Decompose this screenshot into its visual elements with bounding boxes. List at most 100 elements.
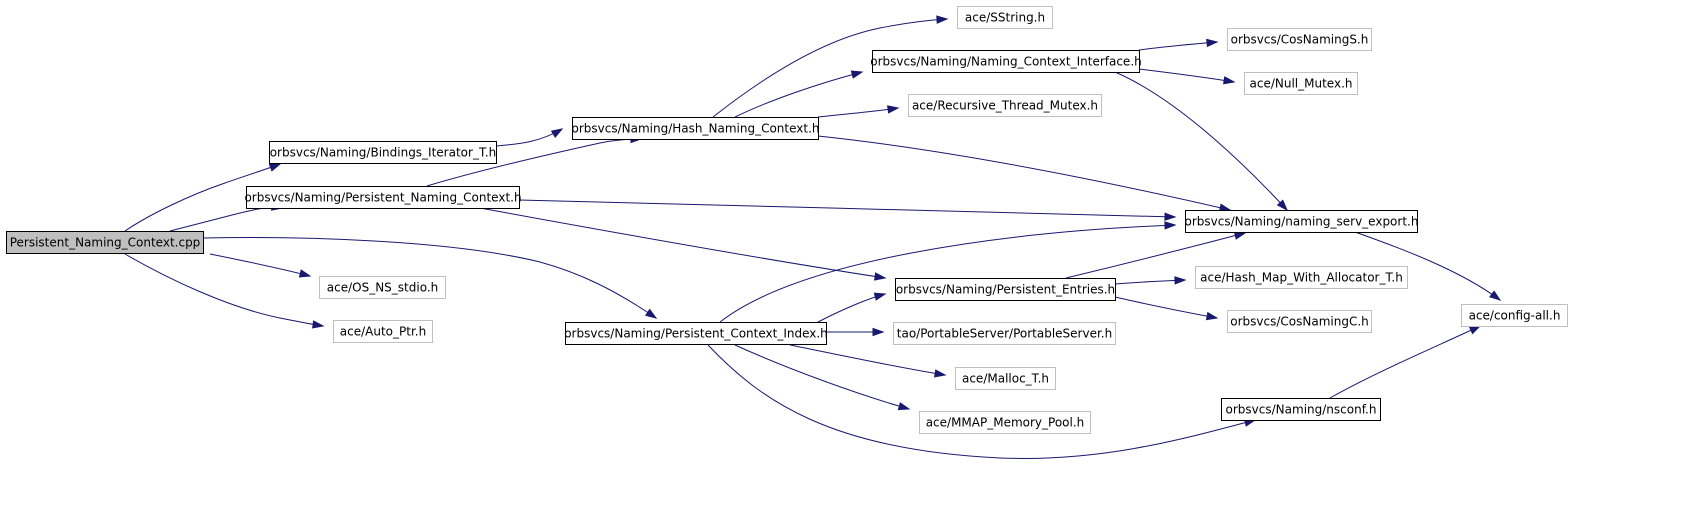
node-label: ace/MMAP_Memory_Pool.h [926,416,1085,430]
node-box [908,94,1102,117]
node-box [1195,266,1408,289]
node-autoptr[interactable]: ace/Auto_Ptr.h [333,320,433,343]
node-label: ace/Auto_Ptr.h [340,325,426,339]
node-nse[interactable]: orbsvcs/Naming/naming_serv_export.h [1185,210,1419,233]
node-tps[interactable]: tao/PortableServer/PortableServer.h [893,322,1116,345]
edge-pci-to-nse [719,221,1177,323]
node-hnc[interactable]: orbsvcs/Naming/Hash_Naming_Context.h [572,117,820,140]
edge-nci-to-cosS [1138,38,1219,51]
node-box [872,50,1140,73]
node-box [333,320,433,343]
arrow-head [874,272,887,281]
node-label: orbsvcs/Naming/Hash_Naming_Context.h [572,122,820,136]
edge-pci-to-pe [817,292,887,323]
edge-line [1065,232,1246,279]
edge-pci-to-malloc [789,344,947,378]
edge-line [734,344,910,410]
edge-line [817,107,899,118]
node-cosS[interactable]: orbsvcs/CosNamingS.h [1227,28,1372,51]
node-label: tao/PortableServer/PortableServer.h [897,327,1112,341]
edge-line [202,237,657,319]
edge-hnc-to-rtm [817,105,900,118]
node-cosC[interactable]: orbsvcs/CosNamingC.h [1227,310,1372,333]
node-bindings[interactable]: orbsvcs/Naming/Bindings_Iterator_T.h [269,141,497,164]
arrow-head [872,327,885,337]
node-mmap[interactable]: ace/MMAP_Memory_Pool.h [919,411,1091,434]
node-label: orbsvcs/CosNamingS.h [1231,33,1369,47]
node-pnc[interactable]: orbsvcs/Naming/Persistent_Naming_Context… [244,186,522,209]
node-osns[interactable]: ace/OS_NS_stdio.h [319,276,446,299]
node-box [895,278,1116,301]
nodes-layer: Persistent_Naming_Context.cpp orbsvcs/Nam… [6,6,1568,434]
arrow-head [268,163,282,172]
edge-line [712,18,948,118]
edge-line [817,293,886,323]
arrow-head [1164,212,1177,221]
arrow-head [1205,311,1219,321]
arrow-head [298,269,312,278]
node-label: orbsvcs/Naming/Persistent_Context_Index.… [564,327,828,341]
edge-line [169,207,283,232]
node-nci[interactable]: orbsvcs/Naming/Naming_Context_Interface.… [870,50,1142,73]
node-box [269,141,497,164]
arrow-head [550,128,564,138]
arrow-head [1222,76,1236,85]
node-pci[interactable]: orbsvcs/Naming/Persistent_Context_Index.… [564,322,828,345]
node-label: ace/SString.h [965,11,1045,25]
node-box [957,6,1053,29]
edges-layer [124,15,1502,459]
node-hmwa[interactable]: ace/Hash_Map_With_Allocator_T.h [1195,266,1408,289]
arrow-head [1233,231,1247,240]
arrow-head [1468,325,1482,335]
edge-line [124,163,281,232]
node-pe[interactable]: orbsvcs/Naming/Persistent_Entries.h [895,278,1116,301]
node-nsconf[interactable]: orbsvcs/Naming/nsconf.h [1221,398,1381,421]
edge-line [817,135,1231,211]
edge-hnc-to-nci [734,70,864,118]
edge-nci-to-nullmutex [1138,68,1236,85]
edge-nsconf-to-configall [1329,325,1482,399]
node-box [1221,398,1381,421]
edge-nci-to-nse [1114,71,1289,212]
edge-line [518,199,1176,218]
node-box [955,367,1056,390]
arrow-head [1164,221,1177,230]
edge-pci-to-nsconf [707,344,1257,459]
node-label: orbsvcs/Naming/Bindings_Iterator_T.h [270,146,497,160]
node-box [565,322,827,345]
node-label: orbsvcs/Naming/naming_serv_export.h [1185,215,1419,229]
node-box [1244,72,1358,95]
node-nullmutex[interactable]: ace/Null_Mutex.h [1244,72,1358,95]
node-label: ace/Malloc_T.h [962,372,1049,386]
node-label: ace/Recursive_Thread_Mutex.h [912,99,1098,113]
arrow-head [850,70,864,79]
node-root: Persistent_Naming_Context.cpp [6,231,204,254]
node-rtm[interactable]: ace/Recursive_Thread_Mutex.h [908,94,1102,117]
node-label: orbsvcs/Naming/Persistent_Entries.h [896,283,1115,297]
node-box [1227,28,1372,51]
arrow-head [897,402,911,411]
edge-hnc-to-nse [817,135,1232,212]
edge-pe-to-cosC [1114,296,1219,321]
edge-pci-to-mmap [734,344,911,411]
node-box [1185,210,1418,233]
node-malloc[interactable]: ace/Malloc_T.h [955,367,1056,390]
node-box [319,276,446,299]
node-box [246,186,520,209]
edge-root-to-osns [209,253,312,278]
edge-bindings-to-hnc [495,128,564,147]
edge-line [1138,41,1218,51]
edge-line [719,224,1176,323]
node-label: ace/Hash_Map_With_Allocator_T.h [1200,271,1403,285]
node-sstring[interactable]: ace/SString.h [957,6,1053,29]
node-configall[interactable]: ace/config-all.h [1461,304,1568,327]
edge-root-to-bindings [124,163,282,232]
edge-line [1329,325,1481,399]
edge-line [209,253,311,277]
node-label: ace/config-all.h [1469,309,1561,323]
edge-pe-to-hmwa [1114,276,1187,285]
node-label: orbsvcs/Naming/Persistent_Naming_Context… [244,191,521,205]
edge-line [1114,296,1218,319]
node-box [1227,310,1372,333]
